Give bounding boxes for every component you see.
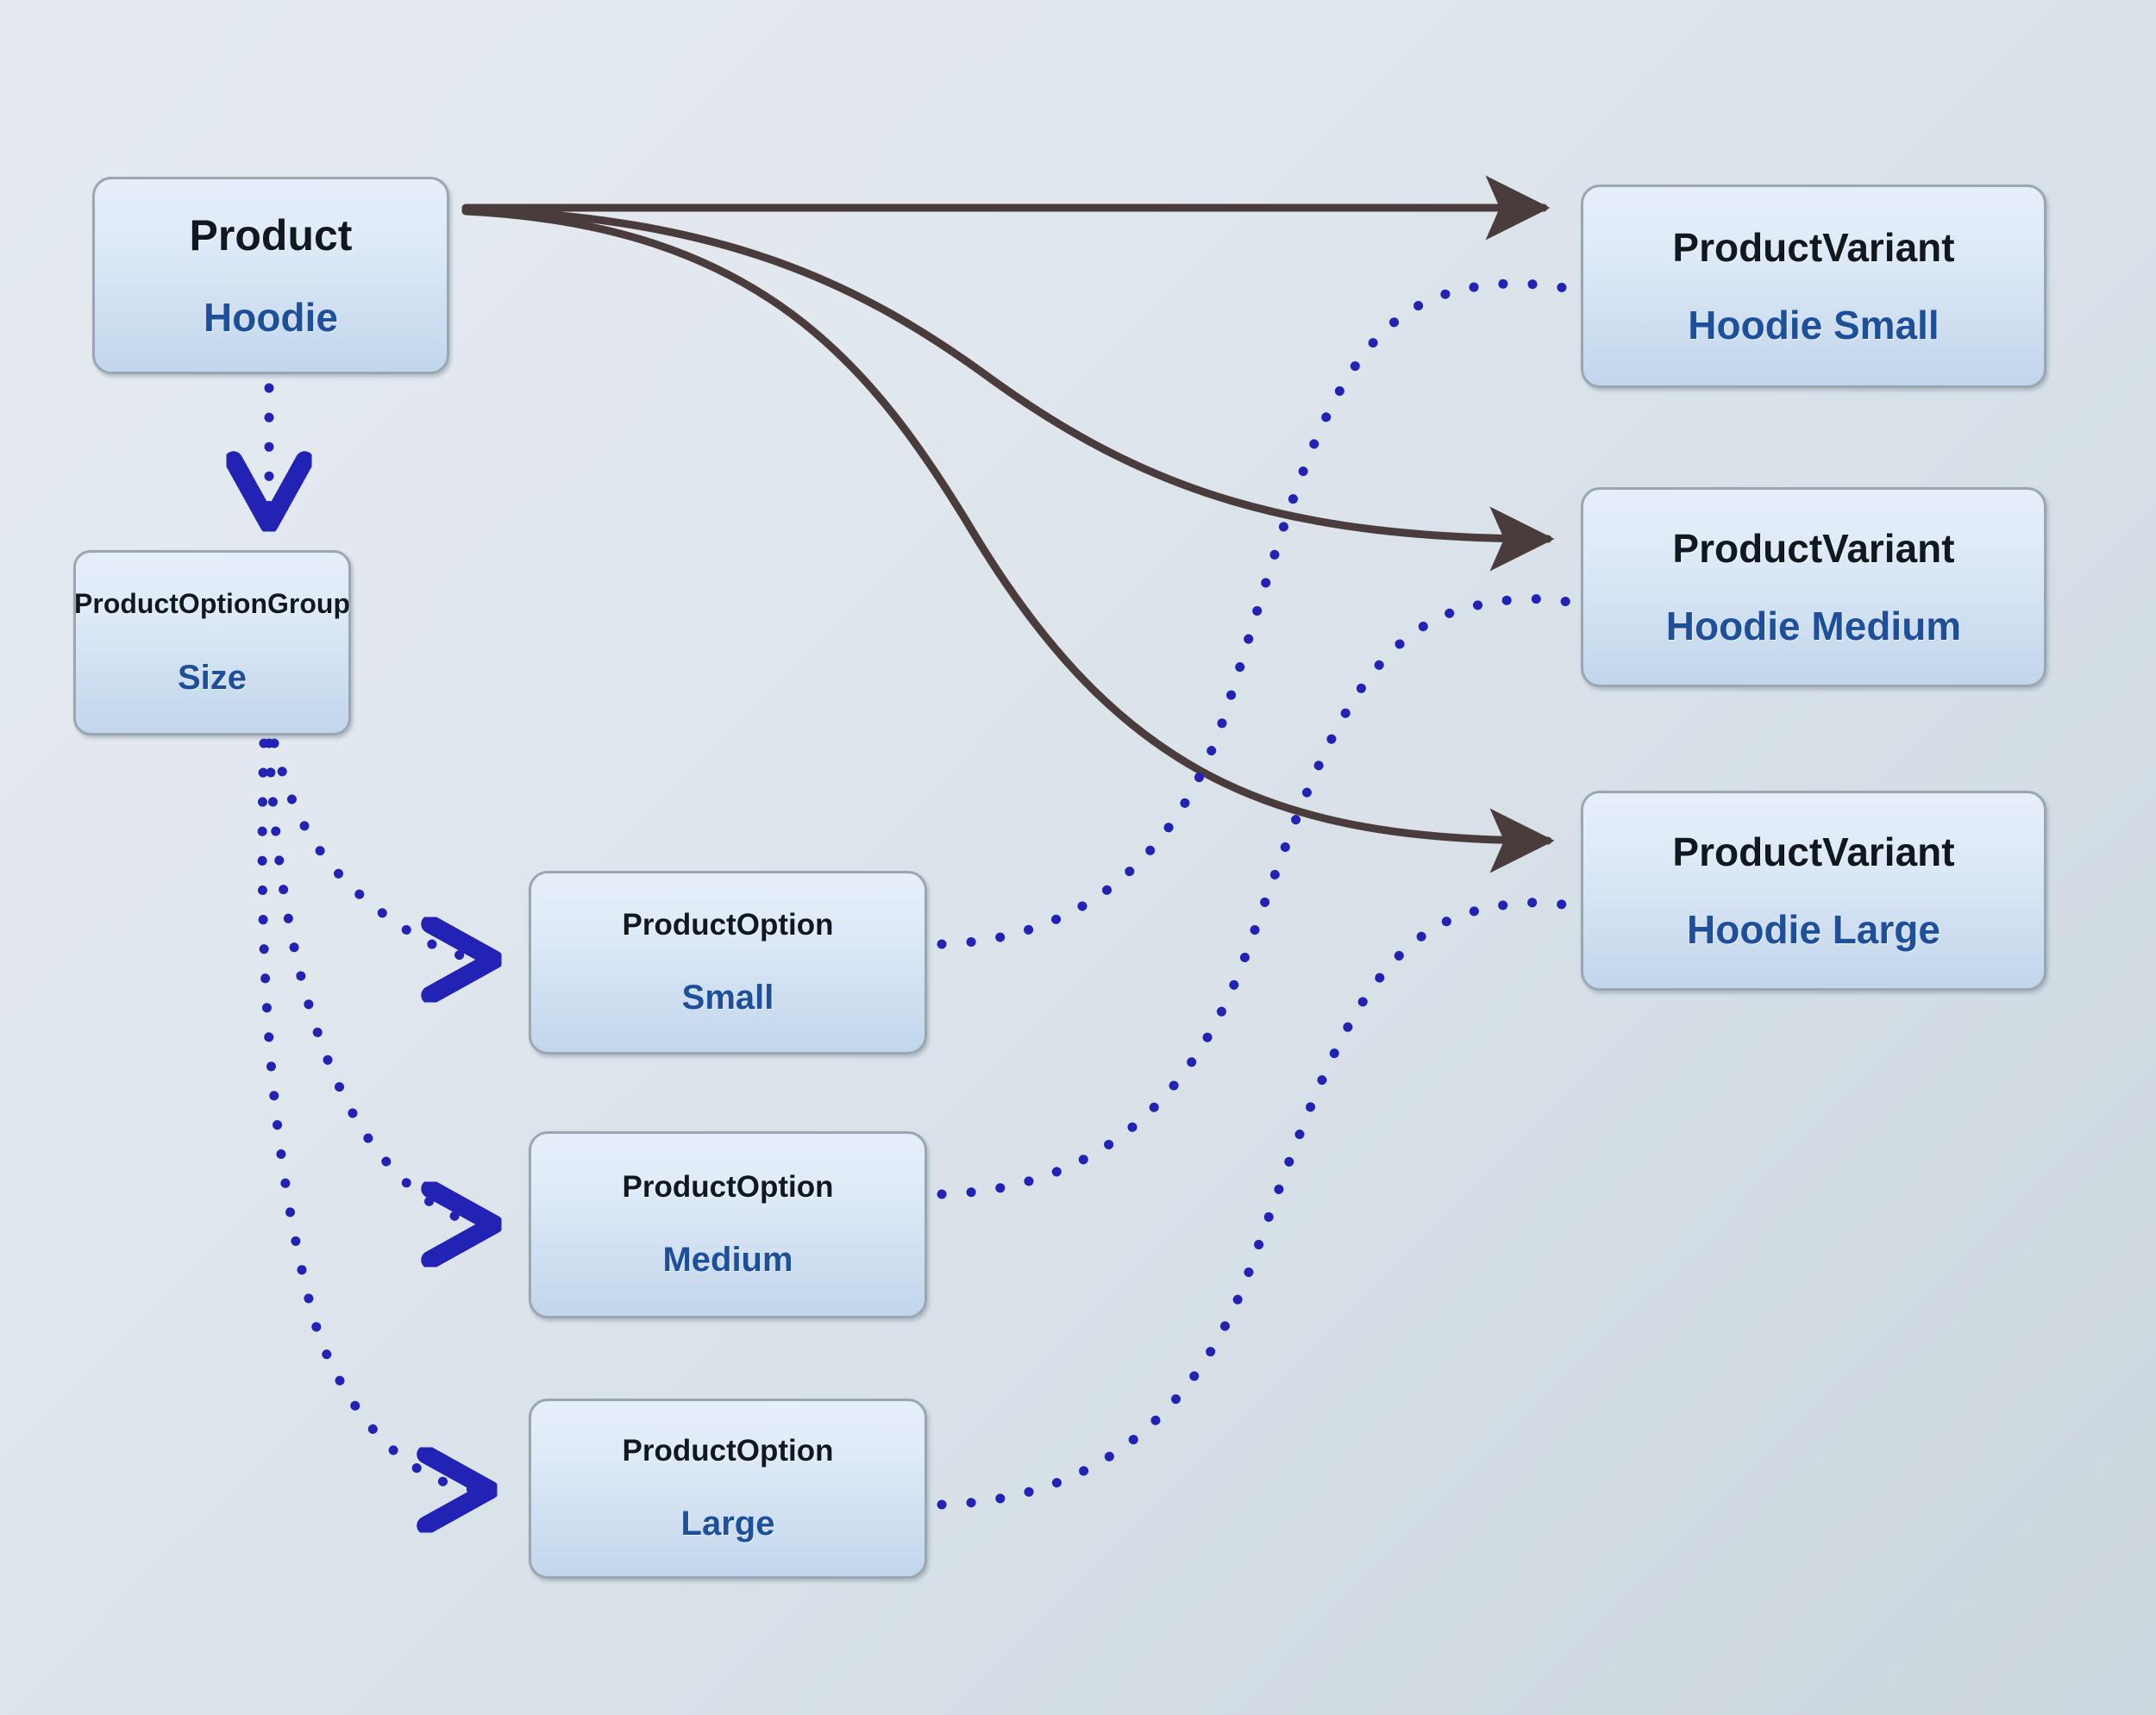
edge-option-group-to-options <box>257 738 487 1490</box>
node-product-option-medium[interactable]: ProductOption Medium <box>529 1131 927 1318</box>
node-product-variant-hoodie-large-type: ProductVariant <box>1672 829 1955 874</box>
edge-option-medium-to-variant-hoodie-medium <box>937 594 1582 1199</box>
node-product-variant-hoodie-small-type: ProductVariant <box>1672 224 1955 270</box>
node-product-option-group[interactable]: ProductOptionGroup Size <box>73 550 351 735</box>
edge-option-group-to-option-small <box>269 738 487 960</box>
node-product-option-group-label: Size <box>177 659 248 698</box>
edge-product-to-variant-hoodie-large <box>461 207 1555 873</box>
node-product-variant-hoodie-medium-type: ProductVariant <box>1672 525 1955 571</box>
node-product-option-medium-label: Medium <box>662 1241 793 1280</box>
node-product[interactable]: Product Hoodie <box>92 177 449 374</box>
edge-option-small-to-variant-hoodie-small <box>937 279 1582 949</box>
edge-product-to-variant-hoodie-medium <box>461 205 1555 572</box>
node-product-option-small-label: Small <box>681 979 774 1017</box>
node-product-variant-hoodie-small[interactable]: ProductVariant Hoodie Small <box>1581 185 2046 388</box>
node-product-variant-hoodie-medium-label: Hoodie Medium <box>1665 604 1962 648</box>
edge-option-group-to-option-medium <box>264 738 487 1224</box>
node-product-option-large[interactable]: ProductOption Large <box>529 1399 927 1579</box>
node-product-label: Hoodie <box>204 294 338 340</box>
node-product-variant-hoodie-large[interactable]: ProductVariant Hoodie Large <box>1581 791 2046 991</box>
node-product-option-large-type: ProductOption <box>622 1433 834 1468</box>
node-product-option-small-type: ProductOption <box>622 907 834 942</box>
node-product-option-large-label: Large <box>680 1505 775 1543</box>
node-product-type: Product <box>189 211 353 260</box>
edge-option-large-to-variant-hoodie-large <box>937 898 1582 1510</box>
edge-option-group-to-option-large <box>257 738 483 1490</box>
node-product-variant-hoodie-small-label: Hoodie Small <box>1688 303 1940 347</box>
node-product-option-small[interactable]: ProductOption Small <box>529 871 927 1055</box>
edge-options-to-variants <box>937 279 1582 1510</box>
node-product-option-group-type: ProductOptionGroup <box>74 587 350 619</box>
node-product-option-medium-type: ProductOption <box>622 1169 834 1204</box>
node-product-variant-hoodie-large-label: Hoodie Large <box>1687 907 1940 952</box>
node-product-variant-hoodie-medium[interactable]: ProductVariant Hoodie Medium <box>1581 487 2046 687</box>
edge-product-to-variants <box>461 175 1555 873</box>
